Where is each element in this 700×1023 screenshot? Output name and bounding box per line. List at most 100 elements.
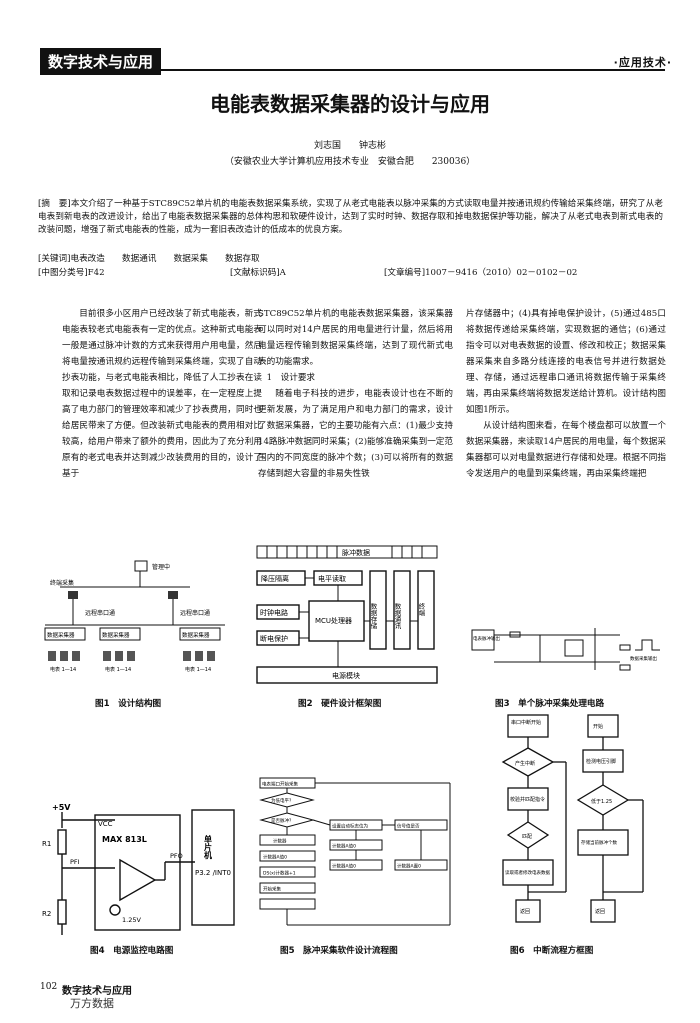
fc5-node: 计数器A置0: [397, 863, 421, 870]
fig1-mid-label: 远程串口通: [85, 609, 115, 617]
fc6-left-node: 匹配: [522, 834, 532, 840]
fc6-left-node: 产生中断: [515, 760, 535, 767]
figure-2-caption: 图2 硬件设计框架图: [298, 699, 382, 709]
fig1-right-label: 远程串口通: [180, 609, 210, 617]
figure-6-caption: 图6 中断流程方框图: [510, 946, 594, 956]
body-column-2: STC89C52单片机的电能表数据采集器，该采集器可以同时对14户居民的用电量进…: [258, 306, 453, 482]
block-storage: [369, 570, 387, 650]
fc5-node: 为低电平？: [271, 797, 294, 804]
block-label: 终端: [417, 602, 425, 618]
fc5-node: 设置启动标志位为: [332, 823, 368, 830]
collector-box: [99, 627, 141, 641]
body-column-3: 片存储器中；(4)具有掉电保护设计，(5)通过485口将数据传递给采集终端，实现…: [466, 306, 666, 482]
article-title: 电能表数据采集器的设计与应用: [210, 92, 490, 116]
fig4-mcu: 单片机: [204, 834, 213, 860]
fc6-left-node: 读取或者修改电表数据: [505, 869, 550, 876]
header-rule: [40, 69, 665, 71]
block-label: 断电保护: [260, 634, 288, 643]
meter-group: [48, 651, 215, 661]
fc5-node: 计数器A值0: [332, 863, 356, 870]
block-power: [256, 666, 438, 684]
fig4-vcc: +5V: [52, 803, 71, 812]
collector-box: [179, 627, 221, 641]
fc5-node: 计数器A值0: [263, 854, 287, 861]
block-label: 电平读取: [318, 574, 346, 583]
column-tag: ·应用技术·: [613, 56, 672, 69]
fc5-node: 计数器A值0: [332, 843, 356, 850]
fc5-node: 计数器: [273, 838, 287, 845]
block-label: 数据通讯: [393, 602, 401, 631]
block-label: 降压隔离: [261, 574, 289, 583]
fig4-ref: 1.25V: [122, 916, 141, 924]
fig1-meter-label: 电表 1—14: [105, 666, 131, 673]
fig4-r2: R2: [42, 910, 51, 918]
fc6-right-node: 返回: [595, 908, 605, 915]
paragraph: 从设计结构图来看，在每个楼盘都可以放置一个数据采集器，来读取14户居民的用电量，…: [466, 421, 666, 479]
clc-number: [中图分类号]F42: [38, 268, 105, 278]
block-comm: [393, 570, 411, 650]
fig1-box-label: 数据采集器: [102, 631, 130, 639]
figure-3-caption: 图3 单个脉冲采集处理电路: [495, 699, 605, 709]
block-label: MCU处理器: [315, 616, 352, 625]
fc6-right-node: 存储当前脉冲个数: [581, 839, 617, 846]
fig1-box-label: 数据采集器: [47, 631, 75, 639]
collector-box: [44, 627, 86, 641]
fig4-pfi: PFI: [70, 858, 80, 866]
document-code: [文献标识码]A: [230, 268, 286, 278]
terminal-icon: [168, 591, 178, 599]
fc6-right-node: 低于1.25: [591, 798, 612, 805]
fig1-top-label: 管理中: [152, 563, 170, 571]
terminal-icon: [68, 591, 78, 599]
paragraph: 目前很多小区用户已经改装了新式电能表，新式电能表较老式电能表有一定的优点。这种新…: [62, 309, 262, 479]
figure-6-flowchart: 串口中断开始 产生中断 校验并匹配指令 匹配 读取或者修改电表数据 返回 开始 …: [501, 714, 644, 923]
fc5-node: 信号值是否: [397, 823, 420, 830]
figure-4-circuit: +5V VCC MAX 813L R1 R2 PFI PFO 1.25V 单片机…: [42, 803, 235, 935]
fc5-node: 开始采集: [263, 886, 281, 893]
block-label: 时钟电路: [260, 608, 288, 617]
fig1-left-label: 终端采集: [50, 579, 74, 587]
block-label: 电源模块: [332, 671, 360, 680]
figure-5-flowchart: 电表端口开始采集 为低电平？ 是否脉冲？ 计数器 计数器A值0 DS(x)计数器…: [259, 777, 451, 926]
fig4-pfo: PFO: [170, 852, 183, 860]
computer-icon: [134, 560, 148, 572]
fig4-vcc2: VCC: [98, 820, 113, 828]
affiliation: （安徽农业大学计算机应用技术专业 安徽合肥 230036）: [224, 157, 476, 167]
paragraph: STC89C52单片机的电能表数据采集器，该采集器可以同时对14户居民的用电量进…: [258, 309, 453, 367]
page-number: 102: [40, 982, 58, 992]
fig1-meter-label: 电表 1—14: [50, 666, 76, 673]
figure-1-diagram: 管理中 终端采集 远程串口通 远程串口通 数据采集器 数据采集器 数据采集器 电…: [44, 560, 225, 673]
fc6-right-node: 开始: [593, 723, 603, 730]
figure-4-caption: 图4 电源监控电路图: [90, 946, 174, 956]
watermark: 万方数据: [70, 997, 114, 1010]
article-id: [文章编号]1007－9416（2010）02－0102－02: [384, 268, 578, 278]
fig3-right-label: 数据采集输出: [630, 655, 657, 662]
section-heading: 1 设计要求: [266, 373, 316, 383]
figure-3-circuit: 电表脉冲输出 数据采集输出: [471, 628, 660, 671]
figure-1-caption: 图1 设计结构图: [95, 699, 162, 709]
fig1-box-label: 数据采集器: [182, 631, 210, 639]
body-column-1: 目前很多小区用户已经改装了新式电能表，新式电能表较老式电能表有一定的优点。这种新…: [62, 306, 262, 482]
fig3-left-label: 电表脉冲输出: [473, 635, 500, 642]
fig4-port: P3.2 /INT0: [195, 869, 231, 877]
block-terminal: [417, 570, 435, 650]
keywords: [关键词]电表改造 数据通讯 数据采集 数据存取: [38, 254, 260, 264]
paragraph: 片存储器中；(4)具有掉电保护设计，(5)通过485口将数据传递给采集终端，实现…: [466, 309, 666, 415]
fc5-node: DS(x)计数器+1: [263, 870, 296, 877]
fig4-chip: MAX 813L: [102, 835, 147, 844]
fc5-node: 是否脉冲？: [271, 817, 294, 824]
authors: 刘志国 钟志彬: [313, 141, 386, 151]
fc6-left-node: 校验并匹配指令: [510, 796, 545, 803]
fig1-meter-label: 电表 1—14: [185, 666, 211, 673]
footer-journal: 数字技术与应用: [62, 986, 132, 997]
figure-2-diagram: 脉冲数据 降压隔离 电平读取 时钟电路 MCU处理器 断电保护 数据存储 数据通…: [256, 545, 438, 684]
figure-5-caption: 图5 脉冲采集软件设计流程图: [280, 946, 398, 956]
fig2-bus-label: 脉冲数据: [342, 548, 370, 557]
block-label: 数据存储: [369, 602, 377, 631]
paragraph: 随着电子科技的进步，电能表设计也在不断的更新发展，为了满足用户和电力部门的需求，…: [258, 389, 453, 479]
fc6-right-node: 检测电压引脚: [586, 758, 616, 765]
fc5-node: 电表端口开始采集: [262, 781, 298, 788]
fc6-left-node: 返回: [520, 908, 530, 915]
abstract: [摘 要]本文介绍了一种基于STC89C52单片机的电能表数据采集系统，实现了从…: [38, 199, 663, 235]
fc6-left-node: 串口中断开始: [511, 719, 541, 726]
fig4-r1: R1: [42, 840, 51, 848]
